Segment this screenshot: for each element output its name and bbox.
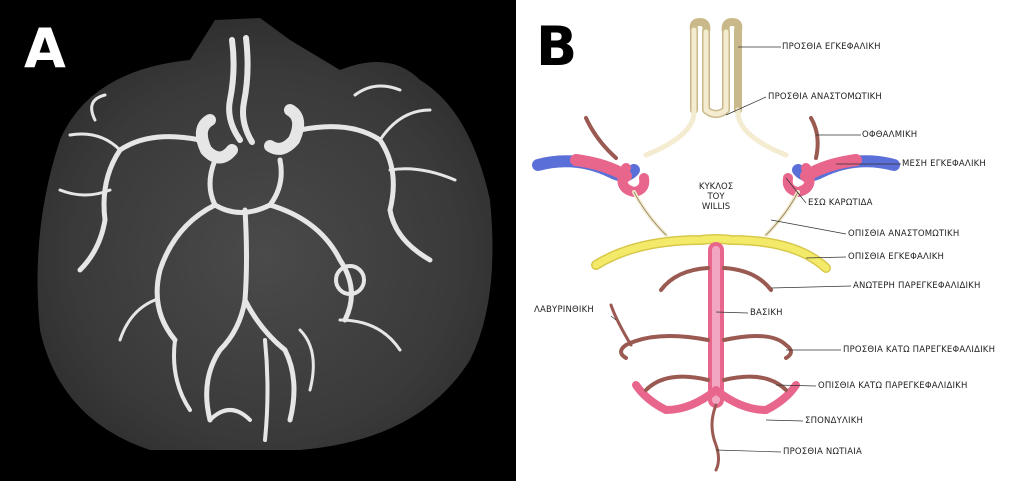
scan-field (38, 18, 493, 450)
label-anterior-inferior-cerebellar: ΠΡΟΣΘΙΑ ΚΑΤΩ ΠΑΡΕΓΚΕΦΑΛΙΔΙΚΗ (843, 345, 995, 355)
label-posterior-communicating: ΟΠΙΣΘΙΑ ΑΝΑΣΤΟΜΩΤΙΚΗ (848, 229, 959, 239)
mra-image-panel: A (0, 0, 516, 481)
label-vertebral: ΣΠΟΝΔΥΛΙΚΗ (805, 416, 863, 426)
artery-schematic (516, 0, 1033, 481)
label-anterior-cerebral: ΠΡΟΣΘΙΑ ΕΓΚΕΦΑΛΙΚΗ (782, 42, 881, 52)
label-posterior-inferior-cerebellar: ΟΠΙΣΘΙΑ ΚΑΤΩ ΠΑΡΕΓΚΕΦΑΛΙΔΙΚΗ (818, 381, 968, 391)
label-basilar: ΒΑΣΙΚΗ (750, 308, 783, 318)
label-middle-cerebral: ΜΕΣΗ ΕΓΚΕΦΑΛΙΚΗ (902, 159, 986, 169)
mra-angiogram-image (0, 0, 516, 481)
circle-of-willis-diagram: B ΚΥΚΛΟΣ ΤΟΥ WILLIS ΠΡΟΣΘΙΑ ΕΓΚΕΦΑΛΙΚΗ Π… (516, 0, 1033, 481)
circle-of-willis-label: ΚΥΚΛΟΣ ΤΟΥ WILLIS (681, 182, 751, 212)
anterior-cerebral-vessel (694, 22, 739, 114)
label-internal-carotid: ΕΣΩ ΚΑΡΩΤΙΔΑ (808, 198, 873, 208)
label-labyrinthine: ΛΑΒΥΡΙΝΘΙΚΗ (534, 305, 594, 315)
label-ophthalmic: ΟΦΘΑΛΜΙΚΗ (862, 130, 917, 140)
center-label-line-1: ΚΥΚΛΟΣ (681, 182, 751, 192)
label-anterior-spinal: ΠΡΟΣΘΙΑ ΝΩΤΙΑΙΑ (783, 447, 862, 457)
label-anterior-communicating: ΠΡΟΣΘΙΑ ΑΝΑΣΤΟΜΩΤΙΚΗ (768, 92, 882, 102)
label-superior-cerebellar: ΑΝΩΤΕΡΗ ΠΑΡΕΓΚΕΦΑΛΙΔΙΚΗ (853, 281, 981, 291)
panel-label-a: A (24, 22, 66, 76)
panel-label-b: B (536, 20, 577, 74)
label-posterior-cerebral: ΟΠΙΣΘΙΑ ΕΓΚΕΦΑΛΙΚΗ (848, 252, 944, 262)
center-label-line-2: ΤΟΥ (681, 192, 751, 202)
center-label-line-3: WILLIS (681, 202, 751, 212)
